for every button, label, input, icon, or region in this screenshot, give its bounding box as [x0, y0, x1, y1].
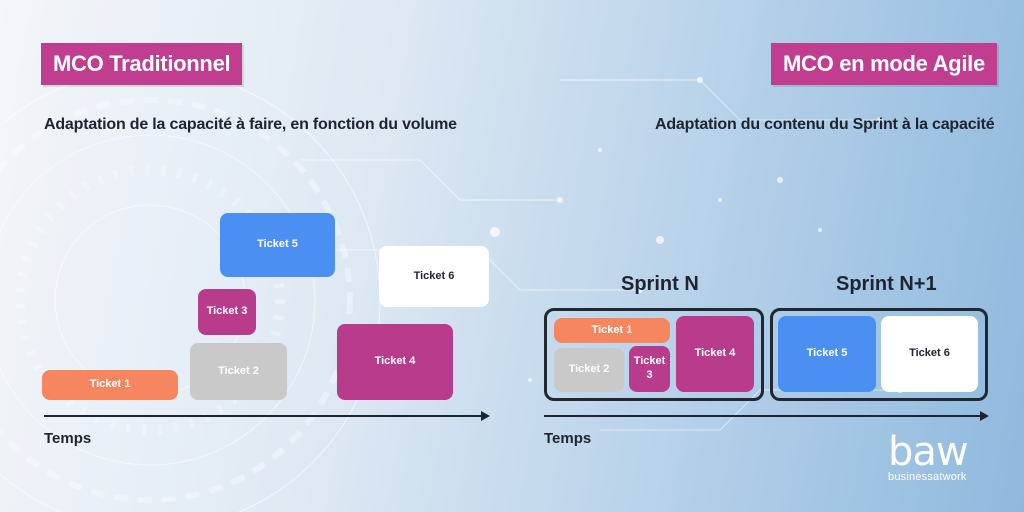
sprint-n1-ticket-5: Ticket 5 — [778, 316, 876, 392]
left-ticket-5: Ticket 5 — [220, 213, 335, 277]
right-subtitle: Adaptation du contenu du Sprint à la cap… — [655, 116, 995, 133]
sprint-n-ticket-4: Ticket 4 — [676, 316, 754, 392]
baw-logo: baw businessatwork — [888, 429, 969, 483]
left-ticket-1: Ticket 1 — [42, 370, 178, 400]
right-axis-label: Temps — [544, 430, 592, 447]
sprint-n-label: Sprint N — [621, 273, 699, 295]
sprint-n-ticket-3: Ticket 3 — [629, 346, 670, 392]
left-axis-label: Temps — [44, 430, 92, 447]
left-ticket-3: Ticket 3 — [198, 289, 256, 335]
mco-traditionnel-badge: MCO Traditionnel — [41, 43, 243, 85]
sprint-n1-ticket-6: Ticket 6 — [881, 316, 978, 392]
left-axis-arrow-icon — [481, 411, 490, 421]
left-subtitle: Adaptation de la capacité à faire, en fo… — [44, 116, 457, 133]
sprint-n1-box — [770, 308, 988, 401]
left-ticket-6: Ticket 6 — [379, 246, 489, 307]
mco-agile-badge: MCO en mode Agile — [771, 43, 997, 85]
sprint-n-box — [544, 308, 764, 401]
right-axis-arrow-icon — [980, 411, 989, 421]
sprint-n-ticket-1: Ticket 1 — [554, 318, 670, 343]
left-ticket-4: Ticket 4 — [337, 324, 453, 400]
sprint-n1-label: Sprint N+1 — [836, 273, 937, 295]
logo-sub-text: businessatwork — [888, 471, 967, 483]
sprint-n-ticket-2: Ticket 2 — [554, 348, 624, 392]
right-time-axis — [544, 415, 980, 417]
left-ticket-2: Ticket 2 — [190, 343, 287, 400]
left-time-axis — [44, 415, 481, 417]
logo-main-text: baw — [888, 429, 969, 475]
